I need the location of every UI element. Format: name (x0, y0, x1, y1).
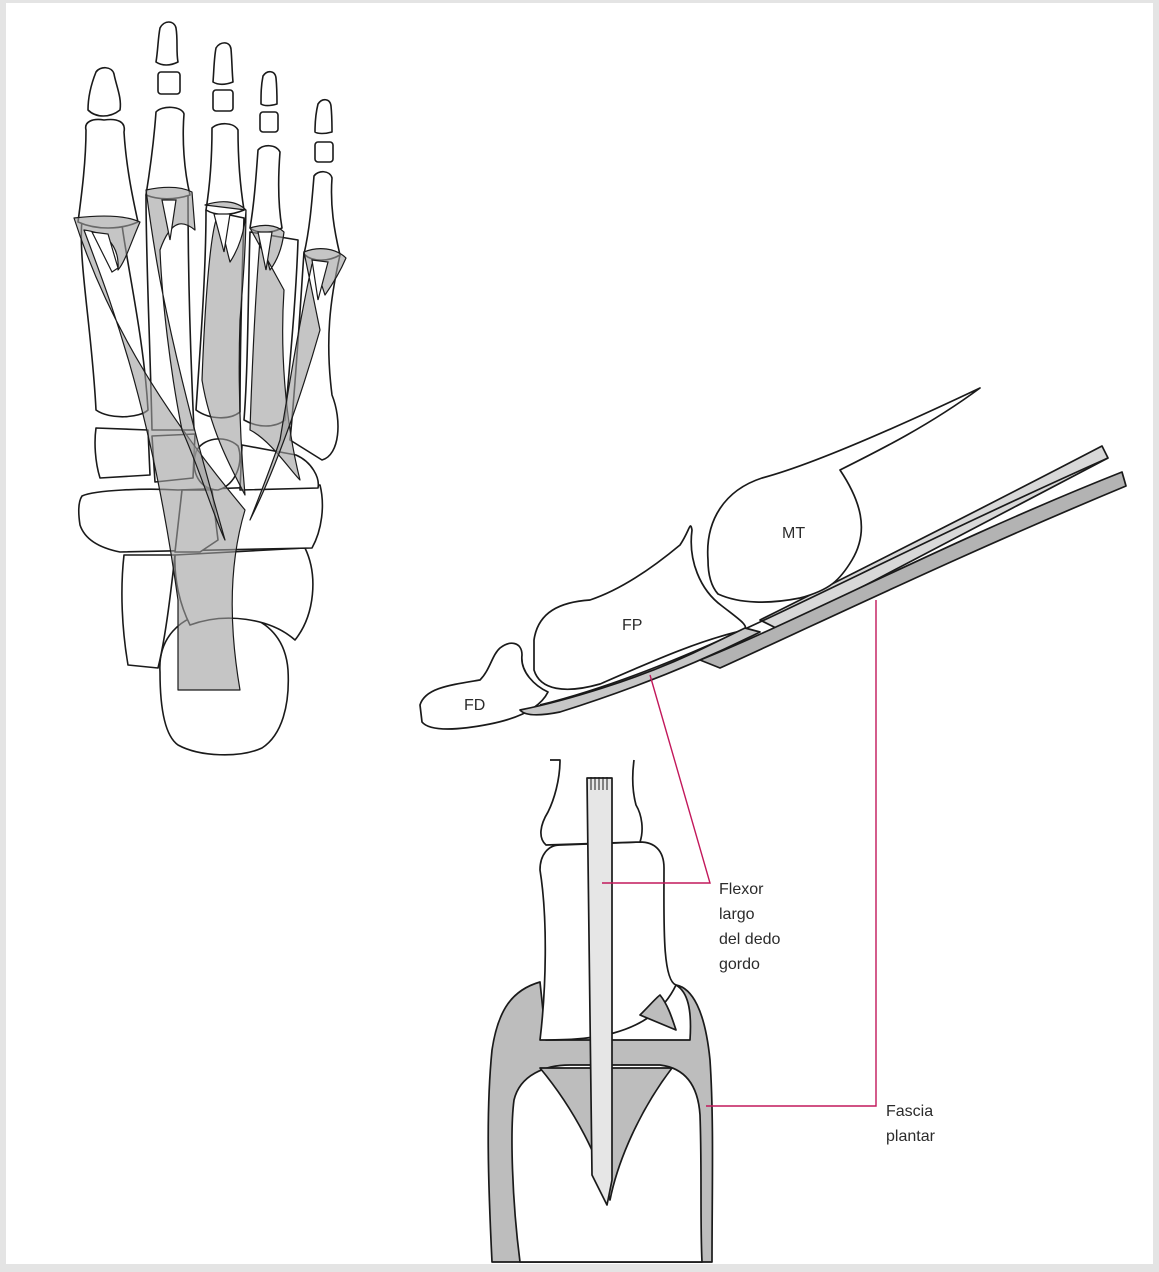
metatarsal-head (708, 388, 980, 602)
mid-phalanx-4 (260, 112, 278, 132)
distal-phalanx-4 (261, 72, 277, 106)
prox-phalanx-1 (78, 119, 138, 228)
label-flexor-line1: Flexor (719, 877, 780, 902)
mid-phalanx-3 (213, 90, 233, 111)
prox-phalanx-4 (250, 146, 282, 233)
label-flexor-line2: largo (719, 902, 780, 927)
mid-phalanx-5 (315, 142, 333, 162)
label-fascia-line2: plantar (886, 1124, 935, 1149)
distal-phalanx-1 (88, 68, 120, 116)
tarsal-medial (95, 428, 150, 478)
distal-phalanx-3 (213, 43, 233, 84)
prox-phalanx-3 (206, 124, 244, 215)
flexor-tendon-strip (587, 778, 612, 1205)
distal-phalanx-2 (156, 22, 178, 65)
plantar-hallux-view (488, 760, 712, 1262)
label-flexor-largo: Flexor largo del dedo gordo (719, 877, 780, 977)
label-fascia-line1: Fascia (886, 1099, 935, 1124)
label-fd: FD (464, 693, 485, 718)
mid-phalanx-2 (158, 72, 180, 94)
lateral-hallux-view (420, 388, 1126, 729)
label-fascia-plantar: Fascia plantar (886, 1099, 935, 1149)
label-fp: FP (622, 613, 642, 638)
leader-fascia (706, 600, 876, 1106)
distal-phalanx-5 (315, 100, 332, 134)
label-mt: MT (782, 521, 805, 546)
prox-phalanx-2 (146, 107, 190, 198)
label-flexor-line4: gordo (719, 952, 780, 977)
label-flexor-line3: del dedo (719, 927, 780, 952)
prox-phalanx-5 (304, 172, 340, 260)
